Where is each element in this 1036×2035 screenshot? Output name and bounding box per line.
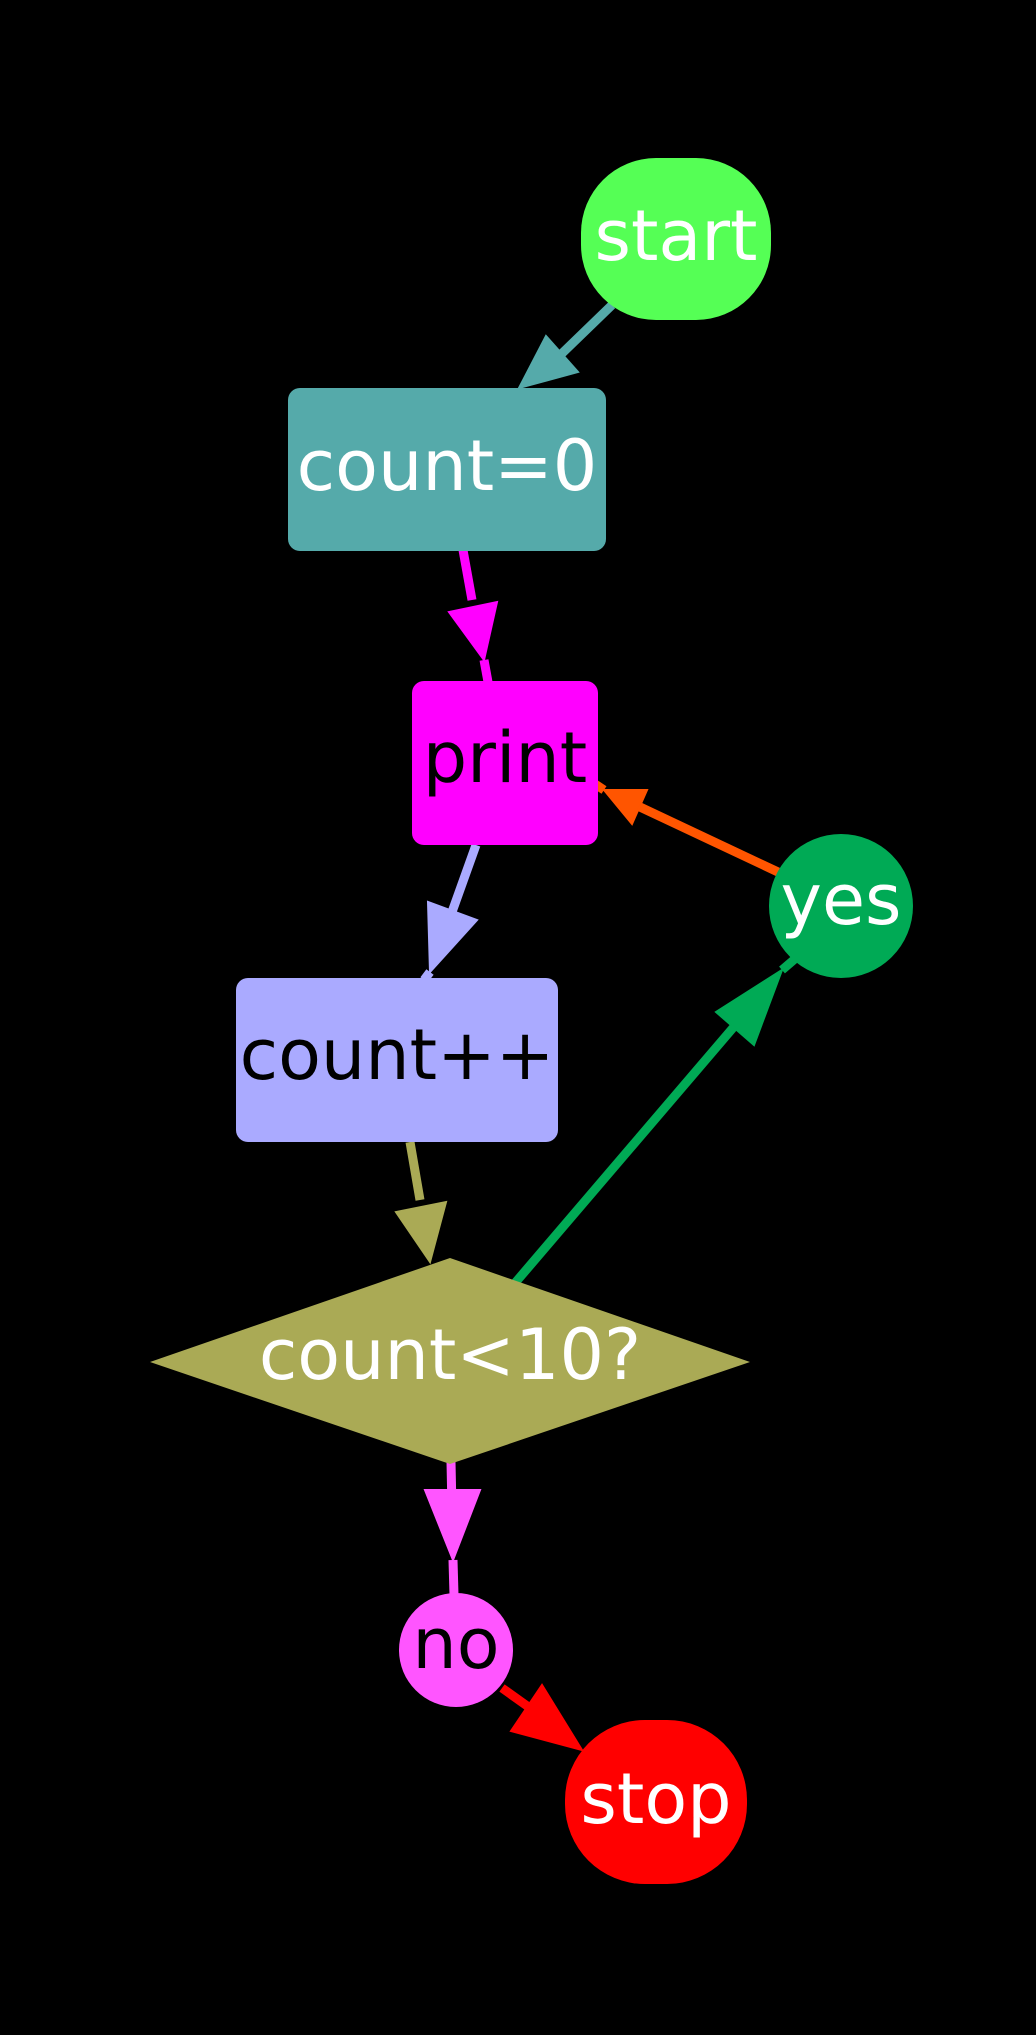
node-stop[interactable]: stop [565,1720,747,1884]
edge-count-init-to-print [458,549,477,601]
node-count-inc[interactable]: count++ [236,978,558,1142]
node-no[interactable]: no [399,1593,513,1707]
edge-tail-count-init-to-print [479,659,493,683]
node-condition-shape [150,1258,750,1464]
edge-yes-to-print [638,802,780,877]
node-count-inc-label: count++ [240,1014,555,1096]
arrowhead-no-to-stop [509,1683,585,1752]
node-start-label: start [594,195,757,277]
node-stop-label: stop [580,1758,731,1840]
arrowhead-condition-to-no [423,1489,482,1563]
node-count-init-label: count=0 [297,425,598,507]
arrowhead-yes-to-print [601,789,649,826]
node-count-init-shape [288,388,606,551]
edge-condition-to-yes [511,1019,742,1286]
arrowhead-print-to-count-inc [426,900,479,975]
node-print-label: print [423,717,587,799]
node-count-inc-shape [236,978,558,1142]
node-yes-shape [769,834,913,978]
arrowhead-condition-to-yes [714,967,784,1047]
node-no-label: no [412,1603,499,1685]
node-condition[interactable]: count<10? [150,1258,750,1464]
arrowhead-start-to-count-init [517,334,580,390]
node-layer: start count=0 print yes count++ count<10… [150,158,913,1884]
edge-tail-condition-to-no [448,1559,459,1596]
node-print-shape [412,681,598,845]
node-print[interactable]: print [412,681,598,845]
node-start-shape [581,158,771,320]
node-count-init[interactable]: count=0 [288,388,606,551]
edge-print-to-count-inc [447,843,481,914]
node-yes[interactable]: yes [769,834,913,978]
node-condition-label: count<10? [259,1314,641,1396]
node-start[interactable]: start [581,158,771,320]
edge-no-to-stop [499,1684,533,1712]
node-yes-label: yes [781,859,902,941]
edge-count-inc-to-condition [405,1141,425,1201]
arrowhead-count-init-to-print [447,600,499,663]
node-no-shape [399,1593,513,1707]
node-stop-shape [565,1720,747,1884]
edge-layer [394,301,799,1752]
arrowhead-count-inc-to-condition [394,1200,448,1265]
